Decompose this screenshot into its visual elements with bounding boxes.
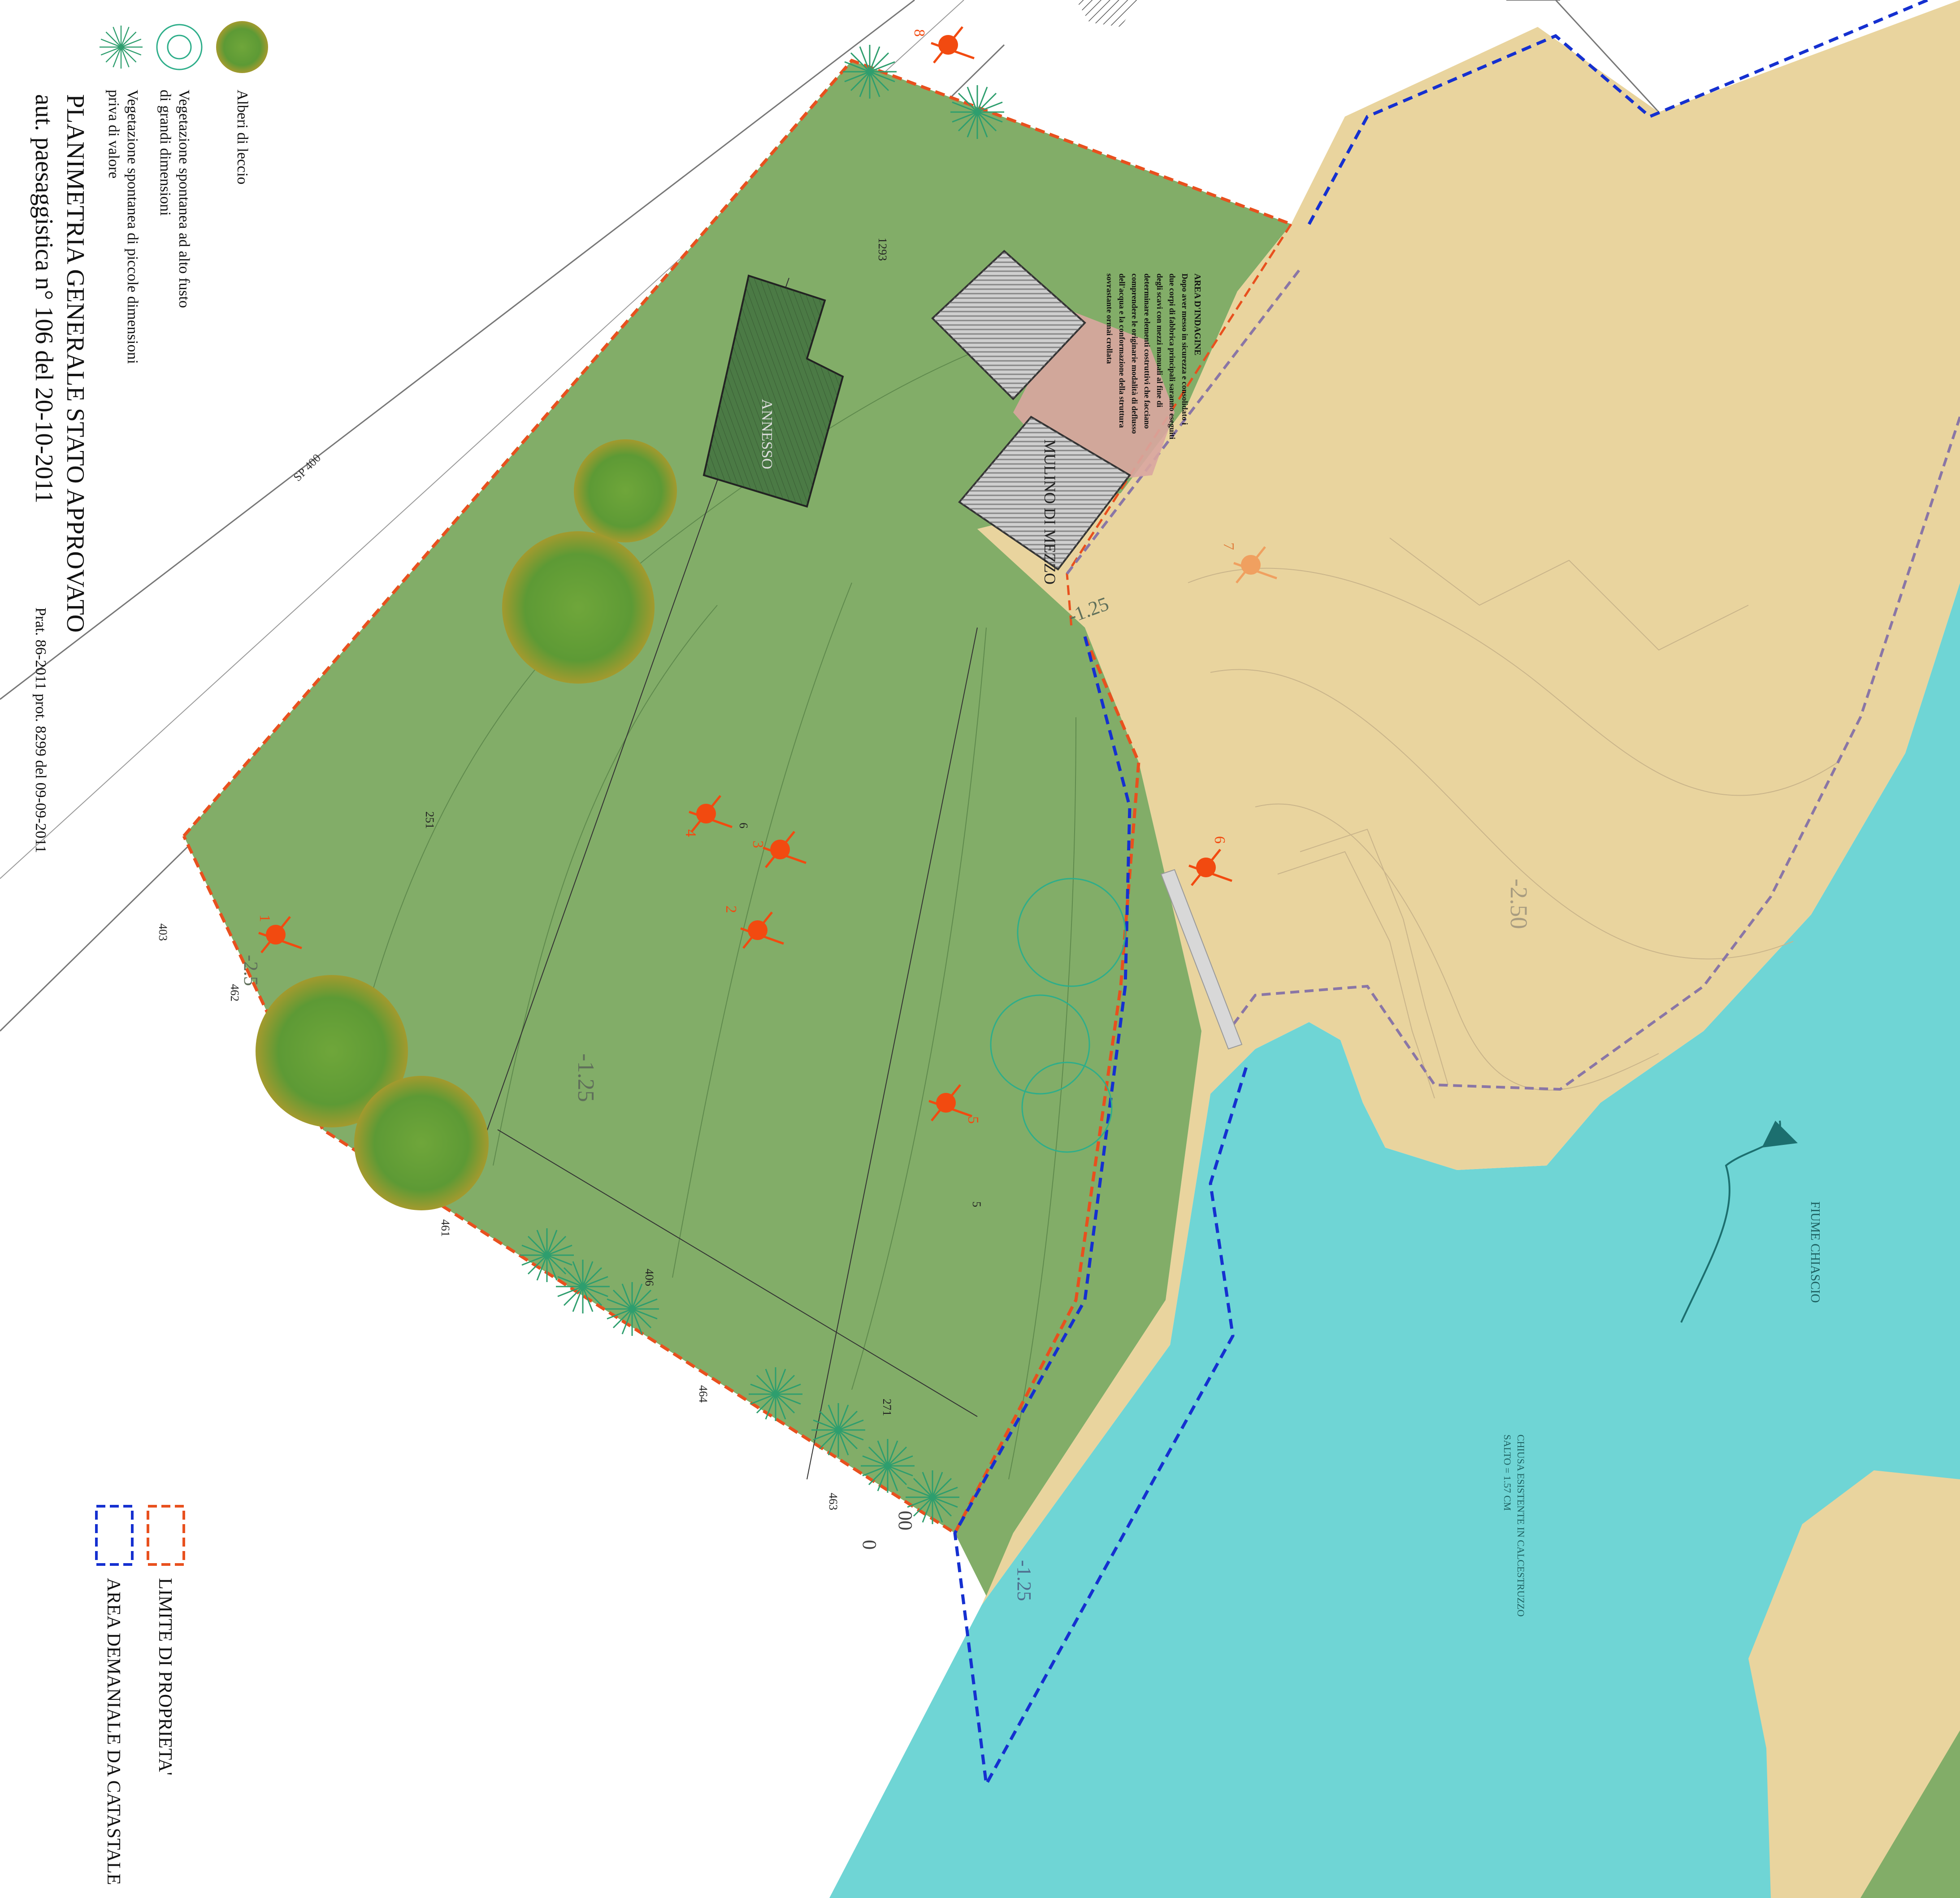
dam-structure <box>1160 869 1243 1050</box>
limits-legend: LIMITE DI PROPRIETA' AREA DEMANIALE DA C… <box>95 1505 185 1885</box>
parcel-406: 406 <box>643 1269 656 1286</box>
beach-contours <box>1188 537 1839 1099</box>
demanio-limit-label: AREA DEMANIALE DA CATASTALE <box>103 1578 124 1885</box>
parcel-5: 5 <box>970 1201 983 1207</box>
holm-oak-trees <box>256 439 677 1210</box>
viewpoint-markers <box>259 27 1277 1121</box>
legend-tall-veg-label-2: di grandi dimensioni <box>157 90 173 216</box>
parcel-463: 463 <box>827 1493 840 1510</box>
viewpoint-number-8: 8 <box>911 29 928 37</box>
dam-label-2: SALTO = 1.57 CM <box>1502 1434 1513 1511</box>
drawing-title: PLANIMETRIA GENERALE STATO APPROVATO aut… <box>30 94 89 853</box>
round-shrub-icon <box>1021 1062 1113 1153</box>
beach-island <box>1748 1470 1960 1898</box>
mill-label: MULINO DI MEZZO <box>1041 439 1059 585</box>
investigation-line-6: dell'acqua e la conformazione della stru… <box>1118 273 1127 428</box>
oak-tree-icon <box>354 1076 489 1210</box>
viewpoint-number-1: 1 <box>256 914 273 922</box>
property-limit-swatch <box>147 1505 185 1566</box>
elevation-label: -2.50 <box>1505 879 1532 929</box>
elevation-label: -1.25 <box>573 1053 598 1102</box>
river-label: FIUME CHIASCIO <box>1808 1201 1822 1303</box>
star-shrub-icon <box>99 25 143 69</box>
legend-small-veg-label: Vegetazione spontanea di piccole dimensi… <box>124 90 141 364</box>
investigation-heading: AREA D'INDAGINE <box>1192 273 1202 355</box>
demanio-limit-swatch <box>95 1505 134 1566</box>
title-auth: aut. paesaggistica n° 106 del 20-10-2011 <box>30 94 58 503</box>
parcel-1293: 1293 <box>876 238 889 261</box>
parcel-numbers: 1293 251 403 462 461 406 464 463 271 6 5 <box>156 238 983 1510</box>
green-corner <box>1860 1730 1960 1898</box>
parcel-462: 462 <box>228 984 241 1001</box>
investigation-line-3: degli scavi con mezzi manuali al fine di <box>1155 273 1164 407</box>
property-limit-line <box>182 58 1292 1536</box>
parcel-6: 6 <box>737 823 750 828</box>
viewpoint-number-6: 6 <box>1211 836 1228 844</box>
title-prat: Prat. 86-2011 prot. 8299 del 09-09-2011 <box>32 607 49 853</box>
investigation-line-2: due corpi di fabbrica principali saranno… <box>1168 273 1177 439</box>
elevation-label: -1.25 <box>1013 1560 1035 1601</box>
viewpoint-number-7: 7 <box>1220 542 1237 550</box>
investigation-note: AREA D'INDAGINE Dopo aver messo in sicur… <box>1105 273 1202 439</box>
dam-label-1: CHIUSA ESISTENTE IN CALCESTRUZZO <box>1515 1434 1526 1616</box>
investigation-line-7: sovrastante ormai crollata <box>1105 273 1114 364</box>
legend-small-veg-label-2: priva di valore <box>105 90 122 178</box>
oak-tree-icon <box>502 531 655 684</box>
property-limit-label: LIMITE DI PROPRIETA' <box>155 1578 175 1776</box>
elevation-label: 0 <box>859 1540 880 1550</box>
parcel-464: 464 <box>697 1385 710 1403</box>
annesso-label: ANNESSO <box>759 399 775 469</box>
round-shrub-icon <box>156 24 203 70</box>
investigation-line-4: determinare elementi costruttivi che fac… <box>1143 273 1152 429</box>
legend-tall-veg-label: Vegetazione spontanea ad alto fusto <box>176 90 192 308</box>
elevation-label: 00 <box>894 1511 916 1530</box>
tall-vegetation <box>990 878 1126 1153</box>
viewpoint-number-2: 2 <box>723 906 739 913</box>
viewpoint-number-5: 5 <box>965 1116 981 1124</box>
legend-oak-label: Alberi di leccio <box>234 90 251 184</box>
river-area <box>829 583 1960 1898</box>
road-label: SP 400 <box>291 451 323 484</box>
oak-tree-icon <box>256 975 408 1127</box>
round-shrub-icon <box>990 994 1090 1095</box>
viewpoint-icon-8 <box>931 27 974 63</box>
parcel-271: 271 <box>880 1399 893 1416</box>
parcel-461: 461 <box>439 1219 452 1237</box>
title-main: PLANIMETRIA GENERALE STATO APPROVATO <box>61 94 89 633</box>
investigation-line-5: comprendere le originarie modalità di de… <box>1130 273 1139 434</box>
investigation-line-1: Dopo aver messo in sicurezza e consolida… <box>1180 273 1189 425</box>
oak-tree-icon <box>216 21 268 73</box>
property-contours <box>349 277 1076 1480</box>
vegetation-legend: Alberi di leccio Vegetazione spontanea a… <box>99 21 268 364</box>
mauve-limit-line <box>1066 268 1960 1091</box>
oak-tree-icon <box>574 439 677 542</box>
flow-arrowhead-icon <box>1762 1121 1798 1148</box>
round-shrub-icon <box>1017 878 1126 987</box>
viewpoint-number-4: 4 <box>682 829 699 837</box>
parcel-403: 403 <box>156 923 169 941</box>
top-structure <box>1076 0 1139 27</box>
parcel-251: 251 <box>423 811 436 829</box>
elevation-labels: -1.25 -2.50 -1.25 -2.5 -1.25 00 0 <box>240 593 1532 1601</box>
elevation-label: -2.5 <box>240 955 262 986</box>
viewpoint-number-3: 3 <box>750 841 766 848</box>
demanio-limit-line <box>953 0 1929 1790</box>
beach-area <box>977 0 1960 1605</box>
